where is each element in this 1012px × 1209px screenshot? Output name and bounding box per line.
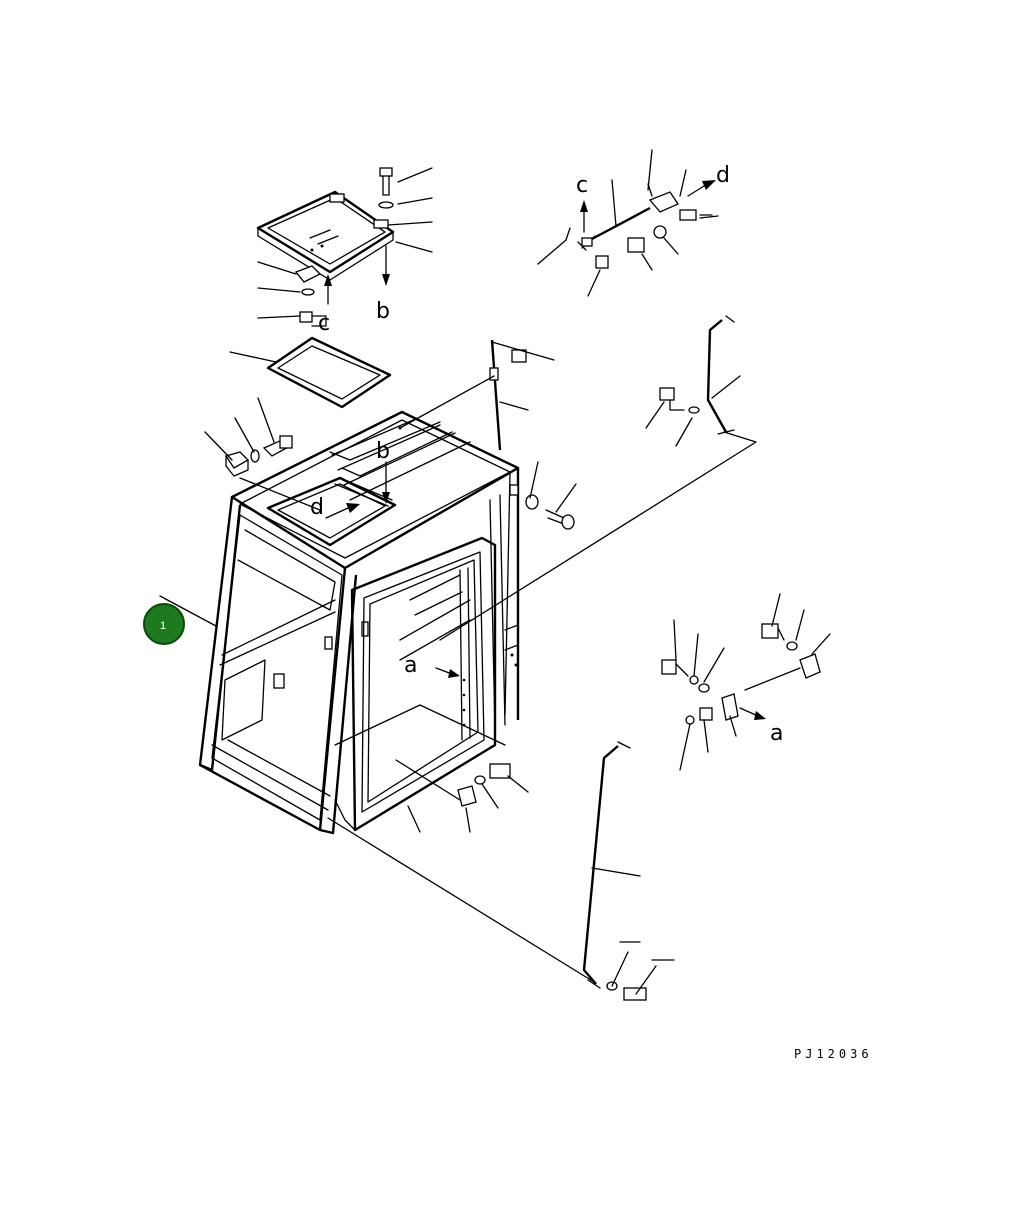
view-label-b-roof: b <box>376 439 390 464</box>
view-label-c-hatch: c <box>318 311 330 336</box>
view-label-d-detail: d <box>716 163 730 188</box>
door-hinge-lower <box>457 763 511 807</box>
view-label-c-detail: c <box>576 173 588 198</box>
roof-side-stay <box>489 339 575 530</box>
view-label-a-main: a <box>404 653 417 678</box>
callout-number: 1 <box>160 620 166 632</box>
leader-lines <box>159 149 831 995</box>
view-label-a-detail: a <box>770 721 783 746</box>
view-arrows <box>324 180 766 720</box>
cab-frame <box>198 410 520 835</box>
roof-bolt-set <box>224 435 293 477</box>
view-label-d-roof: d <box>310 495 324 520</box>
door-lock-assembly <box>661 623 821 725</box>
drawing-code: PJ12036 <box>794 1047 873 1061</box>
roof-hatch-assembly <box>256 167 395 409</box>
callout-badge[interactable]: 1 <box>143 603 185 645</box>
connection-lines <box>239 375 757 983</box>
view-label-b-hatch: b <box>376 299 390 324</box>
lower-stay-rod <box>582 741 647 1001</box>
cab-door <box>334 536 497 832</box>
upper-stay-rod <box>659 315 735 435</box>
gas-strut-assembly <box>565 183 713 269</box>
